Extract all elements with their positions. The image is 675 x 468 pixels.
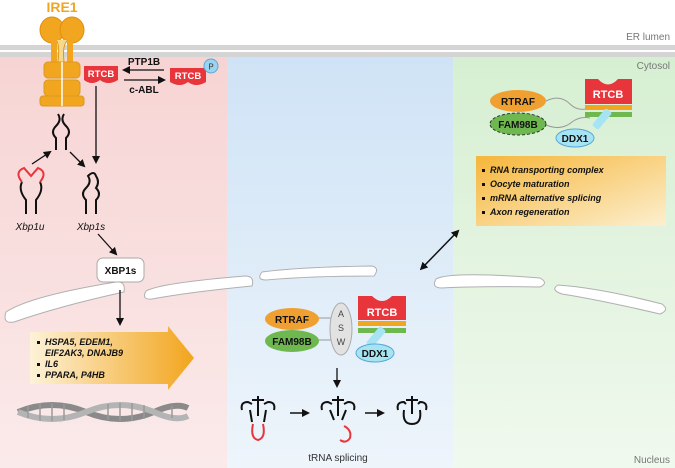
function-item: Axon regeneration [489,207,570,217]
xbp1u-rna [17,166,45,214]
rtcb-cytosol-label: RTCB [593,89,624,101]
rtraf-cytosol [490,90,546,112]
er-lumen-label: ER lumen [626,32,670,43]
fam98b-cytosol-label: FAM98B [498,120,537,131]
asw-letter: A [338,309,344,319]
ptp1b-label: PTP1B [128,57,160,68]
cytosol-functions-box [476,156,666,226]
ddx1-nuclear-label: DDX1 [362,349,389,360]
ire1-label: IRE1 [46,0,77,15]
asw-subunit [329,302,353,356]
phospho-badge [203,58,219,74]
target-gene-item: IL6 [45,359,59,369]
xbp1s-to-protein-arrow [97,233,118,256]
trna-mature [396,396,428,426]
rtcb-phospho-label: RTCB [175,71,202,82]
fam98b-nuclear-label: FAM98B [272,337,311,348]
fam98b-cytosol [489,112,547,136]
rtraf-cytosol-label: RTRAF [501,97,535,108]
ddx1-cytosol-label: DDX1 [562,134,589,145]
rtcb-nuclear-label: RTCB [367,307,398,319]
rtcb-phosphorylated: RTCB P [170,58,219,85]
xbp1s-protein-box [96,257,145,283]
function-item: Oocyte maturation [490,179,570,189]
nuclear-envelope [4,265,666,323]
rtraf-nuclear [265,308,319,330]
xbp1u-label: Xbp1u [15,222,45,233]
xbp1u-to-intermediate-arrow [31,150,52,165]
rtraf-nuclear-label: RTRAF [275,315,309,326]
nucleus-label: Nucleus [634,455,670,466]
er-membrane-bottom [0,52,675,57]
cabl-label: c-ABL [129,85,158,96]
xbp1s-protein-label: XBP1s [105,266,137,277]
rtcb-bound-label: RTCB [88,69,115,80]
cytosolic-complex: RTRAF FAM98B RTCB DDX1 [489,79,632,148]
phospho-badge-label: P [208,63,213,72]
xbp1s-rna [82,172,100,214]
cytosol-functions-list: RNA transporting complex Oocyte maturati… [482,165,605,217]
target-genes-list: HSPA5, EDEM1, EIF2AK3, DNAJB9 IL6 PPARA,… [37,337,123,380]
er-membrane-top [0,45,675,50]
function-item: RNA transporting complex [490,165,605,175]
fam98b-nuclear [265,330,319,352]
asw-letter: W [337,337,346,347]
ddx1-nuclear [355,343,395,363]
trna-precursor [240,396,276,442]
rtcb-bound: RTCB [84,66,118,83]
trna-intermediate [320,396,356,443]
ire1-receptor [39,16,85,107]
function-item: mRNA alternative splicing [490,193,602,203]
target-gene-item: EIF2AK3, DNAJB9 [45,348,123,358]
trna-splicing-label: tRNA splicing [308,453,367,464]
asw-letter: S [338,323,344,333]
xbp1s-label: Xbp1s [76,222,105,233]
intermediate-to-xbp1s-arrow [69,151,86,168]
blue-region [227,57,453,468]
target-genes-arrow [30,326,194,390]
dna-helix-icon [16,402,190,422]
target-gene-item: HSPA5, EDEM1, [45,337,113,347]
xbp1-intermediate-rna [52,113,70,150]
cytosol-label: Cytosol [637,61,670,72]
green-region [453,57,675,468]
target-gene-item: PPARA, P4HB [45,370,105,380]
shuttle-double-arrow [419,229,460,271]
ddx1-cytosol [555,128,595,148]
nuclear-trna-ligase-complex: RTRAF FAM98B A S W RTCB DDX1 [265,296,406,363]
